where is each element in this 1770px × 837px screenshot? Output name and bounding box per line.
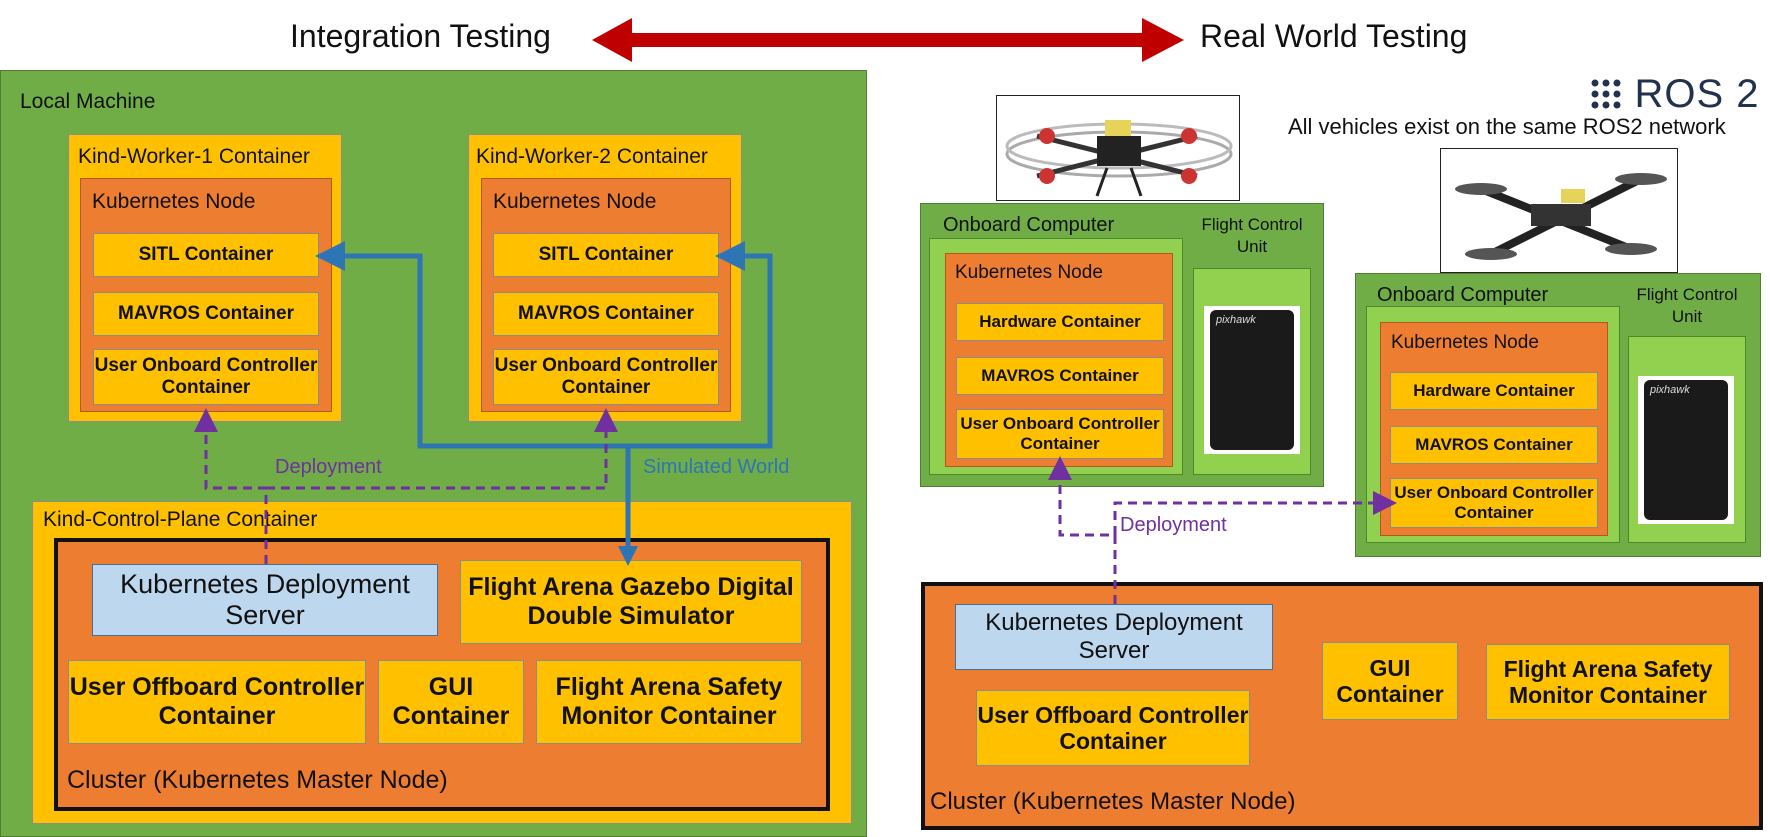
user-offboard-container-right: User Offboard Controller Container: [976, 690, 1250, 766]
deployment-label-left: Deployment: [275, 456, 382, 478]
kubernetes-deployment-server-right: Kubernetes Deployment Server: [955, 604, 1273, 670]
vehicle1-hardware-container: Hardware Container: [956, 303, 1164, 341]
gui-container-right: GUI Container: [1322, 642, 1458, 720]
vehicle1-onboard-label: Onboard Computer: [943, 214, 1115, 236]
real-world-testing-label: Real World Testing: [1200, 18, 1468, 54]
vehicle1-mavros-container: MAVROS Container: [956, 357, 1164, 395]
vehicle1-pixhawk: pixhawk: [1204, 306, 1300, 454]
vehicle2-pixhawk: pixhawk: [1638, 376, 1734, 524]
deployment-label-right: Deployment: [1120, 514, 1227, 536]
sitl-container-w2: SITL Container: [493, 233, 719, 277]
kubernetes-deployment-server-left: Kubernetes Deployment Server: [92, 564, 438, 636]
drone-photo-2: [1440, 148, 1678, 273]
vehicle2-pixhawk-label: pixhawk: [1650, 384, 1690, 396]
vehicle2-user-onboard-container: User Onboard Controller Container: [1390, 478, 1598, 528]
safety-monitor-container-left: Flight Arena Safety Monitor Container: [536, 660, 802, 744]
vehicle1-user-onboard-container: User Onboard Controller Container: [956, 409, 1164, 459]
mavros-container-w2: MAVROS Container: [493, 292, 719, 336]
integration-testing-label: Integration Testing: [290, 18, 551, 54]
local-machine-label: Local Machine: [20, 90, 156, 113]
vehicle1-node-label: Kubernetes Node: [955, 262, 1103, 283]
cluster-label-right: Cluster (Kubernetes Master Node): [930, 788, 1296, 815]
ros-dots-icon: [1591, 79, 1621, 108]
safety-monitor-container-right: Flight Arena Safety Monitor Container: [1486, 644, 1730, 720]
racing-drone-icon: [1455, 173, 1667, 260]
gui-container-left: GUI Container: [378, 660, 524, 744]
quadcopter-drone-icon: [1005, 120, 1233, 197]
kind-worker-1-label: Kind-Worker-1 Container: [78, 145, 310, 168]
ros2-network-note: All vehicles exist on the same ROS2 netw…: [1288, 114, 1726, 139]
vehicle2-hardware-container: Hardware Container: [1390, 372, 1598, 410]
drone-photo-1: [996, 95, 1240, 201]
vehicle2-mavros-container: MAVROS Container: [1390, 426, 1598, 464]
user-onboard-container-w1: User Onboard Controller Container: [93, 349, 319, 405]
user-offboard-container-left: User Offboard Controller Container: [68, 660, 366, 744]
vehicle1-pixhawk-label: pixhawk: [1216, 314, 1256, 326]
cluster-label-left: Cluster (Kubernetes Master Node): [67, 766, 448, 794]
vehicle2-fcu-label: Flight Control Unit: [1636, 285, 1738, 327]
kubernetes-node-w1-label: Kubernetes Node: [92, 190, 256, 213]
gazebo-simulator: Flight Arena Gazebo Digital Double Simul…: [460, 560, 802, 644]
sitl-container-w1: SITL Container: [93, 233, 319, 277]
user-onboard-container-w2: User Onboard Controller Container: [493, 349, 719, 405]
kind-worker-2-label: Kind-Worker-2 Container: [476, 145, 708, 168]
vehicle2-node-label: Kubernetes Node: [1391, 332, 1539, 353]
mavros-container-w1: MAVROS Container: [93, 292, 319, 336]
vehicle1-fcu-label: Flight Control Unit: [1201, 215, 1303, 257]
simulated-world-label: Simulated World: [643, 456, 790, 478]
ros2-logo-text: ROS 2: [1634, 72, 1760, 116]
kubernetes-node-w2-label: Kubernetes Node: [493, 190, 657, 213]
vehicle2-onboard-label: Onboard Computer: [1377, 284, 1549, 306]
kind-control-plane-label: Kind-Control-Plane Container: [43, 508, 318, 531]
ros2-logo: ROS 2: [1590, 72, 1760, 117]
